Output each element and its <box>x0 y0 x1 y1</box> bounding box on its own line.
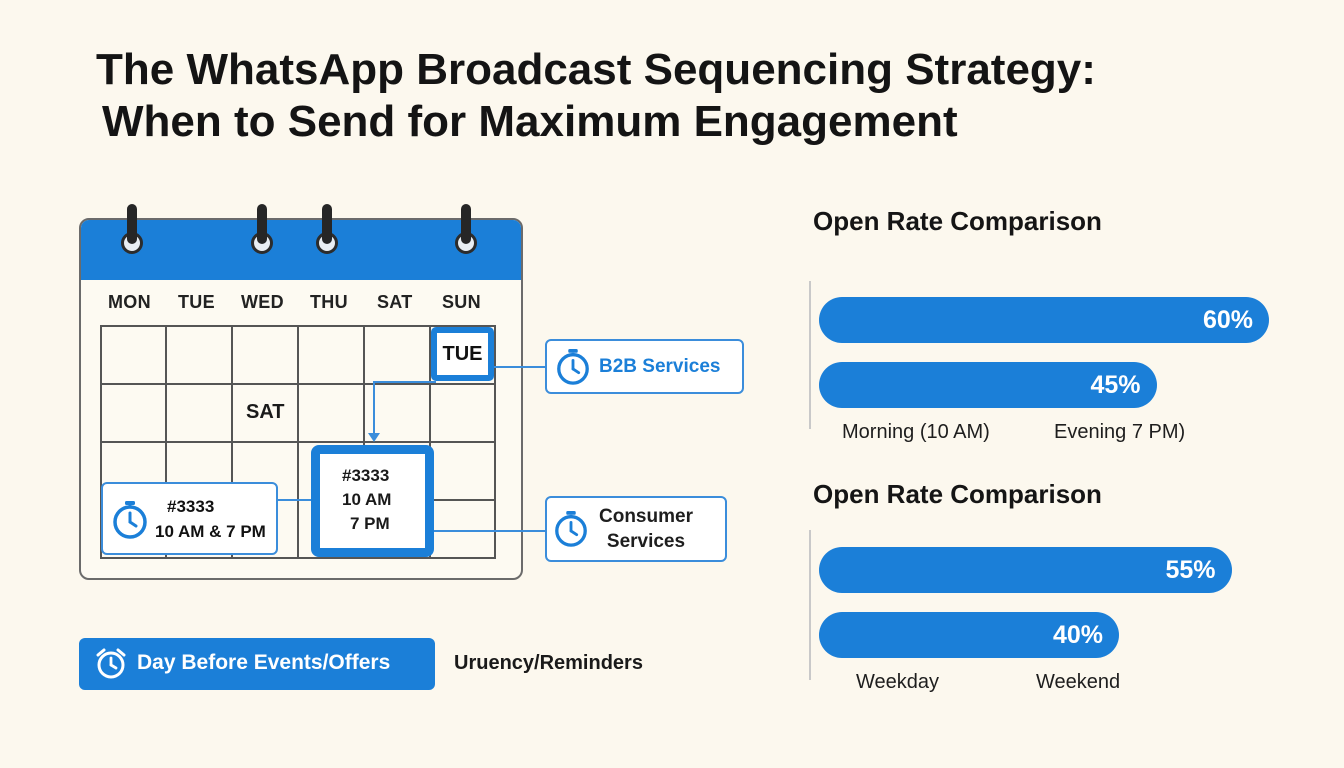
weekday-wed: WED <box>241 292 284 312</box>
left-box-times: 10 AM & 7 PM <box>155 522 266 541</box>
schedule-time-2: 7 PM <box>350 514 390 533</box>
arrow-down-icon <box>368 433 380 442</box>
chart-2-category-weekend: Weekend <box>1036 671 1121 693</box>
chart-1-bar-label-evening: 45% <box>1090 371 1141 399</box>
chart-1-category-morning: Morning (10 AM) <box>842 421 990 443</box>
chart-2-title: Open Rate Comparison <box>813 479 1102 509</box>
chart-1-bar-morning: 60% <box>819 297 1269 343</box>
schedule-time-1: 10 AM <box>342 490 392 509</box>
chart-1-bar-label-morning: 60% <box>1202 306 1253 334</box>
chart-1-category-evening: Evening 7 PM) <box>1054 421 1186 443</box>
callout-consumer-label: Consumer Services <box>599 504 693 554</box>
chart-2-bar-label-weekend: 40% <box>1052 621 1103 649</box>
schedule-id: #3333 <box>342 466 390 485</box>
title-line-2: When to Send for Maximum Engagement <box>102 97 958 146</box>
weekday-tue: TUE <box>178 292 215 312</box>
pill-label: Day Before Events/Offers <box>137 651 391 674</box>
chart-2-axis <box>809 530 811 680</box>
stopwatch-icon <box>555 511 587 547</box>
connector-line <box>494 366 546 368</box>
highlight-tue-label: TUE <box>442 342 483 365</box>
stopwatch-icon <box>557 348 589 385</box>
chart-1-title: Open Rate Comparison <box>813 206 1102 236</box>
calendar-cell-sat: SAT <box>246 401 285 423</box>
connector-line <box>373 381 436 383</box>
calendar-ring-icon <box>316 204 338 256</box>
chart-1-axis <box>809 281 811 429</box>
urgency-label: Uruency/Reminders <box>454 652 643 674</box>
weekday-sun: SUN <box>442 292 481 312</box>
schedule-box-main: #3333 10 AM 7 PM <box>311 445 434 557</box>
page-title: The WhatsApp Broadcast Sequencing Strate… <box>96 44 1246 148</box>
weekday-thu: THU <box>310 292 348 312</box>
title-line-1: The WhatsApp Broadcast Sequencing Strate… <box>96 45 1096 94</box>
connector-line <box>434 530 546 532</box>
left-box-id: #3333 <box>167 497 215 516</box>
highlight-tue-box: TUE <box>431 327 494 381</box>
calendar-header <box>81 220 521 280</box>
day-before-events-pill: Day Before Events/Offers <box>79 638 435 690</box>
chart-2-bar-weekday: 55% <box>819 547 1232 593</box>
connector-line <box>373 381 375 437</box>
weekday-sat: SAT <box>377 292 413 312</box>
chart-1-bar-evening: 45% <box>819 362 1157 408</box>
calendar-ring-icon <box>121 204 143 256</box>
stopwatch-icon <box>113 501 147 539</box>
callout-b2b-label: B2B Services <box>599 355 721 377</box>
calendar-ring-icon <box>455 204 477 256</box>
connector-line <box>278 499 312 501</box>
callout-b2b-services: B2B Services <box>545 339 744 394</box>
callout-consumer-line-1: Consumer <box>599 506 693 527</box>
callout-consumer-services: Consumer Services <box>545 496 727 562</box>
callout-consumer-line-2: Services <box>606 531 686 552</box>
calendar-ring-icon <box>251 204 273 256</box>
chart-2-bar-label-weekday: 55% <box>1165 556 1216 584</box>
schedule-box-left: #3333 10 AM & 7 PM <box>101 482 278 555</box>
chart-2-bar-weekend: 40% <box>819 612 1119 658</box>
weekday-mon: MON <box>108 292 151 312</box>
alarm-clock-icon <box>96 648 126 679</box>
chart-2-category-weekday: Weekday <box>856 671 940 693</box>
